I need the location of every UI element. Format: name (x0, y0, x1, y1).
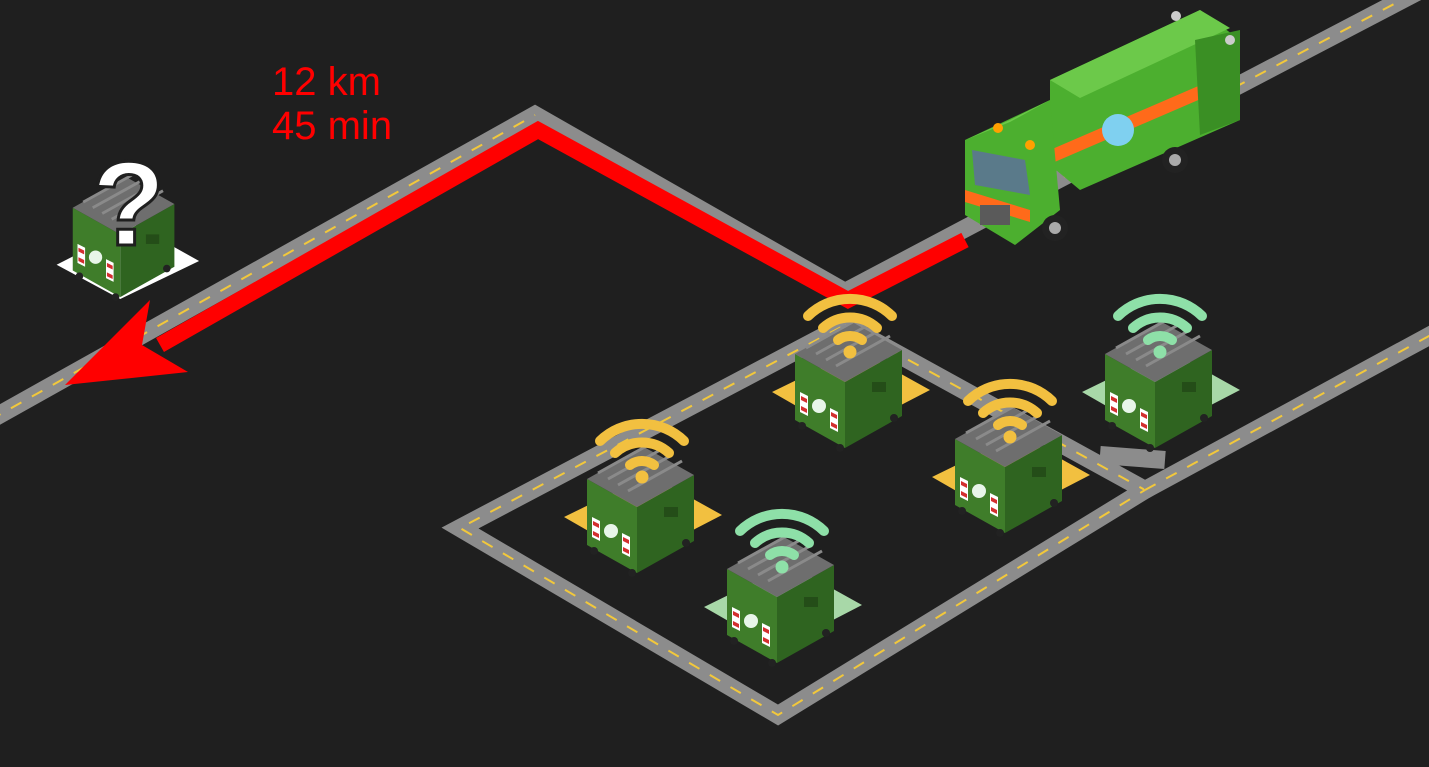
unknown-bin (56, 172, 200, 303)
bin-bottom (704, 514, 862, 669)
route-arrowhead (65, 300, 188, 385)
bin-far-right (1082, 299, 1240, 454)
bin-left (564, 424, 722, 579)
recycle-icon (1102, 114, 1134, 146)
truck-windshield (972, 150, 1030, 195)
route-duration: 45 min (272, 104, 393, 148)
route-path (65, 120, 969, 385)
route-distance: 12 km (272, 60, 381, 104)
road-spur (1099, 446, 1166, 469)
unknown-bin-question-mark: ? (92, 137, 165, 271)
bin-top (772, 299, 930, 454)
garbage-truck (965, 10, 1240, 245)
bin-right (932, 384, 1090, 539)
route-info-label: 12 km 45 min (272, 60, 392, 148)
truck-grille (980, 205, 1010, 225)
